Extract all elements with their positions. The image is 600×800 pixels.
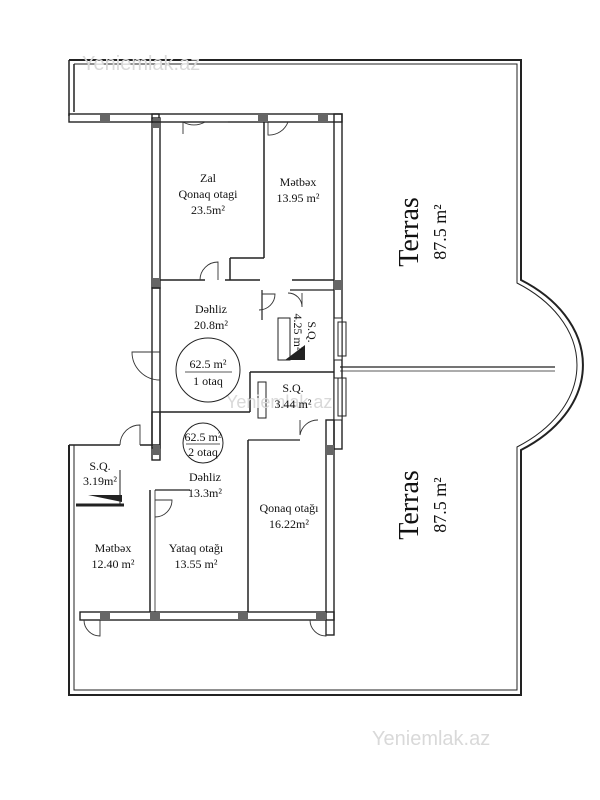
bath-1-area: 4.25 m² [291, 314, 305, 351]
watermark-top-left: Yeniemlak.az [82, 53, 200, 75]
hall-1-label: Dəhliz [195, 302, 227, 316]
terrace-upper-area: 87.5 m² [430, 204, 450, 259]
hall-2-label: Dəhliz [189, 470, 221, 484]
zal-label-line1: Zal [200, 171, 217, 185]
bath-1-label-group: S.Q. 4.25 m² [291, 314, 319, 351]
terrace-upper-label: Terras 87.5 m² [394, 197, 450, 267]
watermark-bottom: Yeniemlak.az [372, 728, 490, 750]
terrace-upper-name: Terras [394, 197, 425, 267]
kitchen-2-area: 12.40 m² [92, 557, 135, 571]
lower-unit-walls [69, 411, 335, 636]
bath-3-area: 3.19m² [83, 474, 117, 488]
bath-2-label: S.Q. [282, 381, 303, 395]
apartment-2-rooms: 2 otaq [188, 445, 218, 459]
kitchen-2-label: Mətbəx [95, 541, 132, 555]
apartment-2-summary-circle [182, 422, 224, 464]
zal-area: 23.5m² [191, 203, 225, 217]
bath-2-area: 3.44 m² [275, 397, 312, 411]
zal-label-line2: Qonaq otagi [179, 187, 239, 201]
bedroom-2-label: Yataq otağı [169, 541, 224, 555]
terrace-lower-label: Terras 87.5 m² [394, 470, 450, 540]
bath-3-label: S.Q. [89, 459, 110, 473]
door-swings [83, 121, 327, 637]
bedroom-2-area: 13.55 m² [175, 557, 218, 571]
terrace-lower-name: Terras [394, 470, 425, 540]
apartment-2-area: 62.5 m² [185, 430, 222, 444]
apartment-1-summary-circle [175, 337, 241, 403]
terrace-lower-area: 87.5 m² [430, 477, 450, 532]
living-2-area: 16.22m² [269, 517, 309, 531]
hall-2-area: 13.3m² [188, 486, 222, 500]
living-2-label: Qonaq otağı [260, 501, 320, 515]
kitchen-1-label: Mətbəx [280, 175, 317, 189]
terrace-outline [68, 59, 584, 696]
kitchen-1-area: 13.95 m² [277, 191, 320, 205]
watermark-center: Yeniemlak.az [226, 392, 332, 412]
hall-1-area: 20.8m² [194, 318, 228, 332]
bath-1-label: S.Q. [305, 321, 319, 342]
apartment-1-area: 62.5 m² [190, 357, 227, 371]
bath-fixtures [88, 317, 347, 502]
apartment-1-rooms: 1 otaq [193, 374, 223, 388]
